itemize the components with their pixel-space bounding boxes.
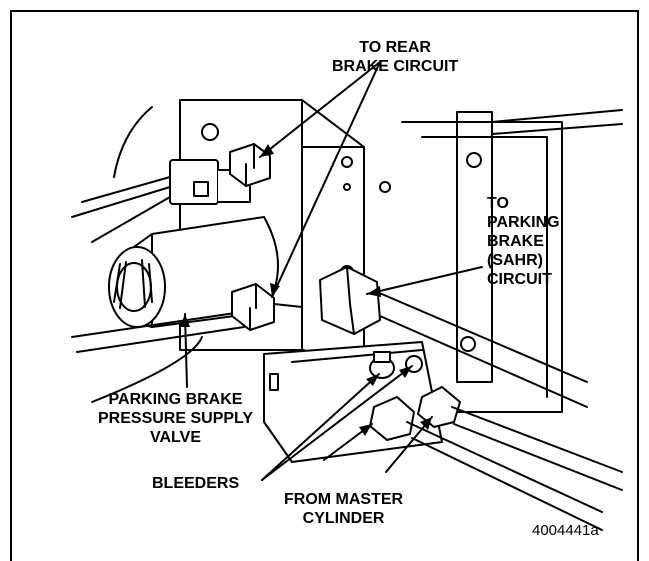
label-line: BRAKE bbox=[487, 233, 544, 250]
hex-fitting-icon bbox=[231, 283, 303, 331]
label-to-rear-brake-circuit: TO REAR BRAKE CIRCUIT bbox=[332, 38, 458, 76]
label-from-master-cylinder: FROM MASTER CYLINDER bbox=[284, 490, 403, 528]
figure-id: 4004441a bbox=[532, 522, 599, 539]
label-line: BLEEDERS bbox=[152, 475, 240, 492]
mounting-bracket bbox=[401, 109, 623, 413]
bleeder-screw-icon bbox=[369, 351, 423, 379]
leader-lines bbox=[184, 61, 483, 481]
hex-fitting-icon bbox=[229, 143, 271, 187]
valve-assembly-drawing bbox=[71, 61, 623, 531]
label-line: CYLINDER bbox=[302, 510, 385, 527]
label-line: FROM MASTER bbox=[284, 491, 404, 508]
arrow-heads bbox=[180, 144, 432, 436]
label-line: (SAHR) bbox=[487, 252, 543, 269]
label-line: BRAKE CIRCUIT bbox=[332, 58, 459, 75]
label-line: TO REAR bbox=[359, 39, 431, 56]
diagram-frame: TO REAR BRAKE CIRCUIT TO PARKING BRAKE (… bbox=[10, 10, 639, 561]
label-line: PRESSURE SUPPLY bbox=[98, 410, 254, 427]
label-parking-brake-pressure-supply-valve: PARKING BRAKE PRESSURE SUPPLY VALVE bbox=[98, 390, 253, 447]
label-line: TO bbox=[487, 195, 509, 212]
label-line: VALVE bbox=[150, 429, 201, 446]
label-line: PARKING BRAKE bbox=[108, 391, 243, 408]
label-line: PARKING bbox=[487, 214, 560, 231]
brake-line-icon bbox=[71, 311, 245, 403]
label-bleeders: BLEEDERS bbox=[152, 474, 239, 493]
label-to-parking-brake-sahr-circuit: TO PARKING BRAKE (SAHR) CIRCUIT bbox=[487, 194, 560, 289]
master-cylinder-lines bbox=[369, 386, 623, 531]
hex-fitting-icon bbox=[319, 266, 588, 408]
label-line: CIRCUIT bbox=[487, 271, 552, 288]
